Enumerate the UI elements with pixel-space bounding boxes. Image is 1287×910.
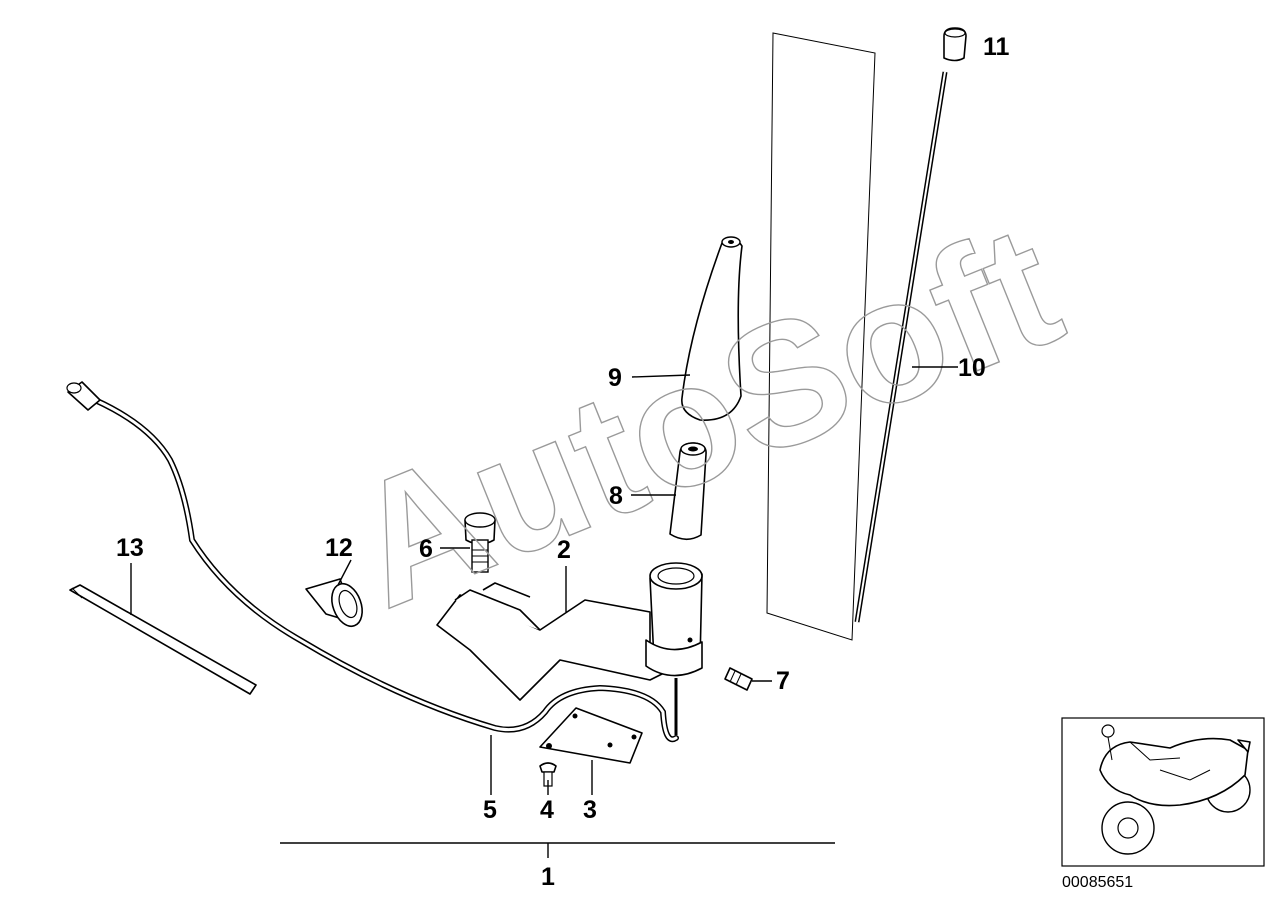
callout-8: 8 [609,482,623,510]
callout-1: 1 [541,863,555,891]
callout-11: 11 [983,33,1010,61]
antenna-cable [66,381,679,743]
callout-9: 9 [608,364,622,392]
callout-4: 4 [540,796,554,824]
small-screw [539,762,557,787]
antenna-bracket [436,562,703,735]
callout-10: 10 [958,354,986,382]
watermark-text: AutoSoft [326,188,1084,645]
grub-screw [724,667,753,691]
antenna-projection-outline [766,32,876,641]
antenna-boot [681,236,743,421]
callout-12: 12 [325,534,353,562]
callout-7: 7 [776,667,790,695]
rod-cap [943,27,967,62]
cable-tie [69,584,257,695]
callout-3: 3 [583,796,597,824]
mounting-plate [539,707,643,764]
antenna-rod [854,71,948,623]
bolt [464,512,496,573]
part-number: 00085651 [1062,874,1133,891]
grommet [305,578,363,628]
leader-lines [130,366,958,858]
callout-5: 5 [483,796,497,824]
callout-2: 2 [557,536,571,564]
callout-6: 6 [419,535,433,563]
sleeve [669,442,707,541]
callout-13: 13 [116,534,144,562]
motorcycle-thumbnail [1061,717,1265,867]
motorcycle-icon [1099,724,1251,855]
